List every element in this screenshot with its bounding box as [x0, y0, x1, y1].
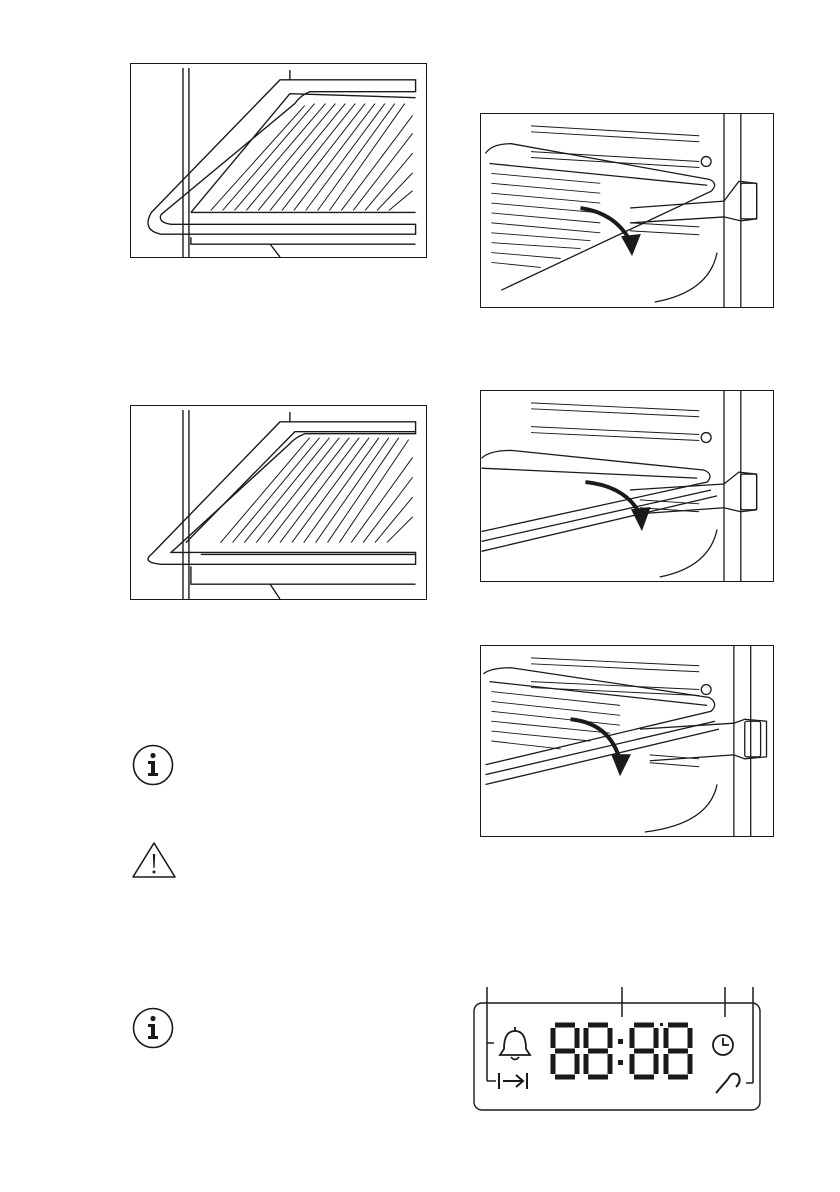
arrow-to-bar-icon [499, 1073, 527, 1089]
probe-icon [716, 1074, 740, 1093]
bell-icon [500, 1027, 530, 1060]
segment-digits [553, 1025, 690, 1077]
telescopic-rail-wire-shelf-illustration [481, 114, 773, 307]
telescopic-rail-shelf-and-tray-illustration [481, 646, 773, 836]
figure-rail-wire-shelf [480, 113, 774, 308]
warning-icon [131, 840, 177, 880]
telescopic-rail-tray-illustration [481, 391, 773, 581]
oven-shelf-with-tray-illustration [131, 406, 426, 599]
figure-shelf-tray-2 [130, 405, 427, 600]
figure-rail-tray [480, 390, 774, 582]
figure-shelf-tray-1 [130, 63, 427, 258]
figure-rail-wire-shelf-tray [480, 645, 774, 837]
info-icon [131, 743, 175, 787]
clock-icon [713, 1035, 733, 1055]
oven-shelf-with-tray-illustration [131, 64, 426, 257]
timer-display-panel [470, 985, 770, 1115]
info-icon [131, 1006, 175, 1050]
